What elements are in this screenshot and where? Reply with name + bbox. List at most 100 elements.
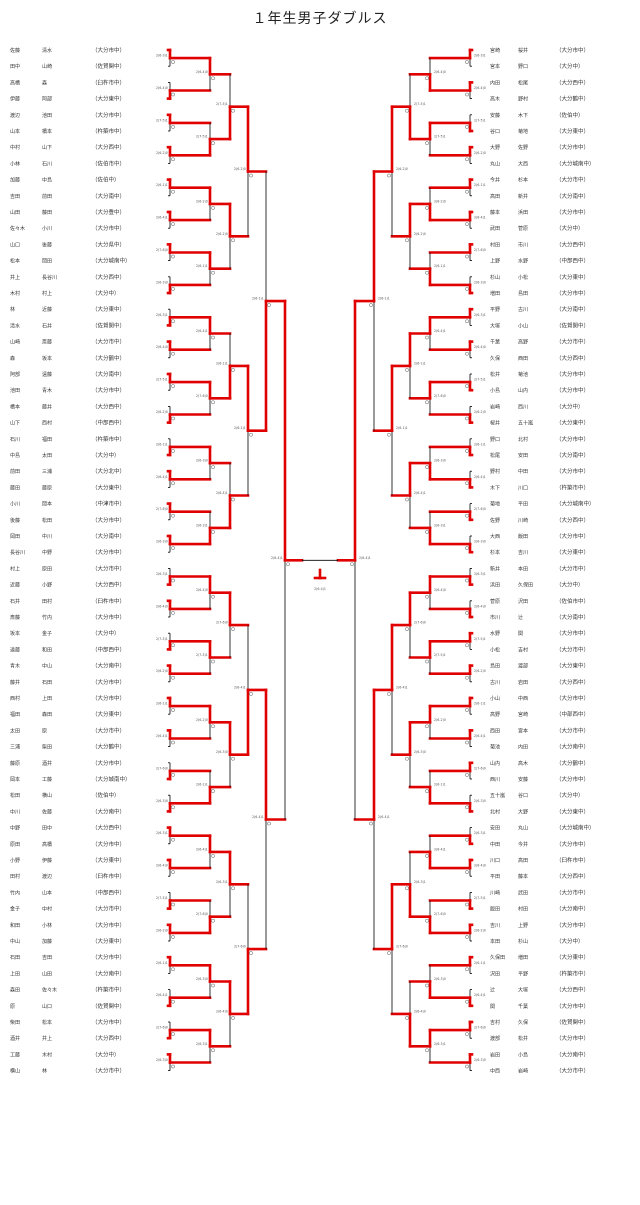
player-name: 杉山 xyxy=(518,938,528,945)
match-node xyxy=(171,92,175,97)
match-score: 2(6-3)0 xyxy=(474,1058,486,1062)
player-club: （大分東中） xyxy=(556,273,589,281)
player-name: 西田 xyxy=(490,728,500,734)
player-name: 松尾 xyxy=(490,452,500,459)
match-score: 2(6-1)1 xyxy=(474,183,486,187)
player-name: 小松 xyxy=(518,274,528,281)
match-score: 2(6-4)1 xyxy=(216,491,228,495)
match-score: 2(6-4)0 xyxy=(156,604,168,608)
match-score: 2(7-6)0 xyxy=(156,507,168,511)
match-score: 2(6-1)1 xyxy=(156,702,168,706)
player-name: 酒井 xyxy=(42,760,52,767)
match-score: 2(6-3)0 xyxy=(474,540,486,544)
player-name: 斎藤 xyxy=(42,339,52,346)
player-name: 上田 xyxy=(42,695,52,702)
player-club: （大分市中） xyxy=(92,224,125,232)
match-score: 2(6-4)1 xyxy=(359,556,371,560)
player-name: 高木 xyxy=(518,760,528,767)
player-club: （大分西中） xyxy=(92,273,125,281)
player-name: 久保 xyxy=(490,355,500,362)
player-club: （大分東中） xyxy=(92,95,125,103)
player-club: （大分西中） xyxy=(556,872,589,880)
player-club: （大分南中） xyxy=(556,1050,589,1058)
player-name: 小島 xyxy=(490,387,500,394)
match-score: 2(6-3)0 xyxy=(156,280,168,284)
player-name: 森 xyxy=(10,355,15,362)
match-node xyxy=(425,854,429,858)
player-name: 中山 xyxy=(10,938,20,945)
player-club: （大分東中） xyxy=(556,953,589,961)
match-node xyxy=(425,270,429,275)
player-name: 川崎 xyxy=(518,517,528,524)
match-score: 2(6-3)0 xyxy=(414,750,426,754)
match-node xyxy=(267,821,271,826)
match-score: 2(6-1)1 xyxy=(196,783,208,787)
match-node xyxy=(425,659,429,664)
player-name: 福田 xyxy=(42,436,52,443)
player-name: 三浦 xyxy=(10,744,20,751)
player-name: 山田 xyxy=(10,209,20,216)
match-score: 2(6-1)1 xyxy=(396,426,408,430)
player-name: 林 xyxy=(10,306,15,313)
player-club: （大分中） xyxy=(556,937,584,945)
match-node xyxy=(249,951,253,955)
player-name: 山下 xyxy=(10,420,20,427)
player-name: 森田 xyxy=(10,987,20,994)
player-club: （大分市中） xyxy=(556,645,589,653)
match-node xyxy=(211,270,215,275)
player-name: 吉川 xyxy=(490,922,500,929)
match-node xyxy=(171,157,175,162)
match-node xyxy=(465,481,469,486)
player-name: 山本 xyxy=(10,128,20,135)
match-node xyxy=(286,562,290,567)
match-node xyxy=(171,967,175,972)
player-name: 安藤 xyxy=(490,112,500,119)
player-club: （大分市中） xyxy=(92,548,125,556)
player-name: 新井 xyxy=(490,565,500,572)
match-node xyxy=(425,335,429,340)
player-name: 西川 xyxy=(490,777,500,783)
match-score: 2(6-2)0 xyxy=(396,167,408,171)
player-name: 平田 xyxy=(490,874,500,880)
player-name: 高野 xyxy=(490,711,500,718)
player-name: 新井 xyxy=(518,193,528,200)
player-club: （大分東中） xyxy=(556,127,589,135)
player-name: 藤本 xyxy=(518,873,528,880)
match-score: 2(6-3)1 xyxy=(196,523,208,527)
match-score: 2(6-4)0 xyxy=(196,70,208,74)
match-score: 2(6-3)0 xyxy=(156,540,168,544)
player-club: （大分市中） xyxy=(92,921,125,929)
player-club: （中部西中） xyxy=(92,419,125,427)
player-club: （大分市中） xyxy=(556,46,589,54)
player-club: （大分市中） xyxy=(556,726,589,734)
player-name: 野口 xyxy=(490,436,500,443)
player-name: 石田 xyxy=(42,680,52,686)
player-club: （大分市中） xyxy=(556,1067,589,1075)
match-score: 2(7-5)1 xyxy=(156,118,168,122)
player-club: （大分城南中） xyxy=(556,824,595,832)
player-club: （中部西中） xyxy=(556,710,589,718)
match-score: 2(7-6)0 xyxy=(434,912,446,916)
player-club: （大分市中） xyxy=(556,338,589,346)
player-club: （大分西中） xyxy=(92,581,125,589)
match-score: 2(6-2)0 xyxy=(216,232,228,236)
player-club: （大分市中） xyxy=(92,516,125,524)
player-club: （大分鶴中） xyxy=(92,354,125,362)
match-score: 2(6-4)0 xyxy=(474,604,486,608)
player-name: 長谷川 xyxy=(10,549,25,556)
player-name: 中島 xyxy=(42,177,52,184)
match-node xyxy=(211,789,215,793)
match-score: 2(6-3)1 xyxy=(414,880,426,884)
player-club: （大分東中） xyxy=(556,419,589,427)
player-name: 和田 xyxy=(42,646,52,653)
match-node xyxy=(425,983,429,988)
player-name: 小野 xyxy=(10,857,20,864)
player-name: 佐野 xyxy=(518,144,528,151)
match-node xyxy=(171,384,175,388)
player-name: 太田 xyxy=(42,452,52,459)
player-name: 大野 xyxy=(518,808,528,815)
player-club: （杵築市中） xyxy=(556,483,589,491)
match-node xyxy=(171,805,175,810)
player-name: 菊池 xyxy=(490,744,500,751)
player-name: 吉田 xyxy=(10,193,20,200)
